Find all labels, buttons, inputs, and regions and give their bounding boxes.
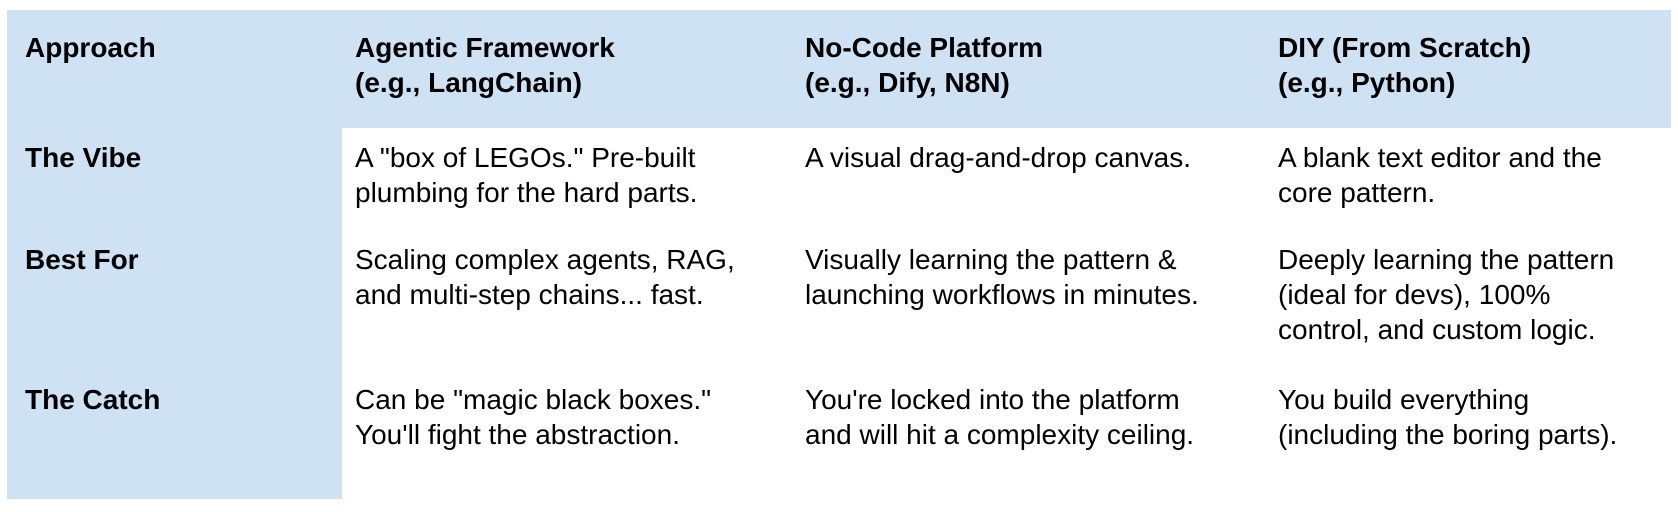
cell-catch-agentic: Can be "magic black boxes." You'll fight… bbox=[355, 384, 712, 450]
cell-best-for-diy: Deeply learning the pattern (ideal for d… bbox=[1278, 244, 1615, 345]
approach-comparison-table: Approach Agentic Framework (e.g., LangCh… bbox=[7, 10, 1671, 499]
cell-vibe-agentic: A "box of LEGOs." Pre-built plumbing for… bbox=[355, 142, 698, 208]
row-label-the-vibe: The Vibe bbox=[7, 128, 342, 230]
table-row-best-for: Best For Scaling complex agents, RAG, an… bbox=[7, 230, 1671, 370]
cell-vibe-diy: A blank text editor and the core pattern… bbox=[1278, 142, 1602, 208]
column-header-no-code-platform: No-Code Platform (e.g., Dify, N8N) bbox=[792, 10, 1265, 128]
cell-best-for-agentic: Scaling complex agents, RAG, and multi-s… bbox=[355, 244, 735, 310]
cell-catch-no-code: You're locked into the platform and will… bbox=[805, 384, 1195, 450]
table-row-the-catch: The Catch Can be "magic black boxes." Yo… bbox=[7, 370, 1671, 499]
cell-best-for-no-code: Visually learning the pattern & launchin… bbox=[805, 244, 1199, 310]
row-label-best-for: Best For bbox=[7, 230, 342, 370]
cell-catch-diy: You build everything (including the bori… bbox=[1278, 384, 1618, 450]
cell-vibe-no-code: A visual drag-and-drop canvas. bbox=[805, 142, 1191, 173]
table-row-the-vibe: The Vibe A "box of LEGOs." Pre-built plu… bbox=[7, 128, 1671, 230]
row-label-the-catch: The Catch bbox=[7, 370, 342, 499]
column-header-agentic-framework: Agentic Framework (e.g., LangChain) bbox=[342, 10, 792, 128]
column-header-diy-from-scratch: DIY (From Scratch) (e.g., Python) bbox=[1265, 10, 1671, 128]
table-header-row: Approach Agentic Framework (e.g., LangCh… bbox=[7, 10, 1671, 128]
column-header-approach: Approach bbox=[7, 10, 342, 128]
